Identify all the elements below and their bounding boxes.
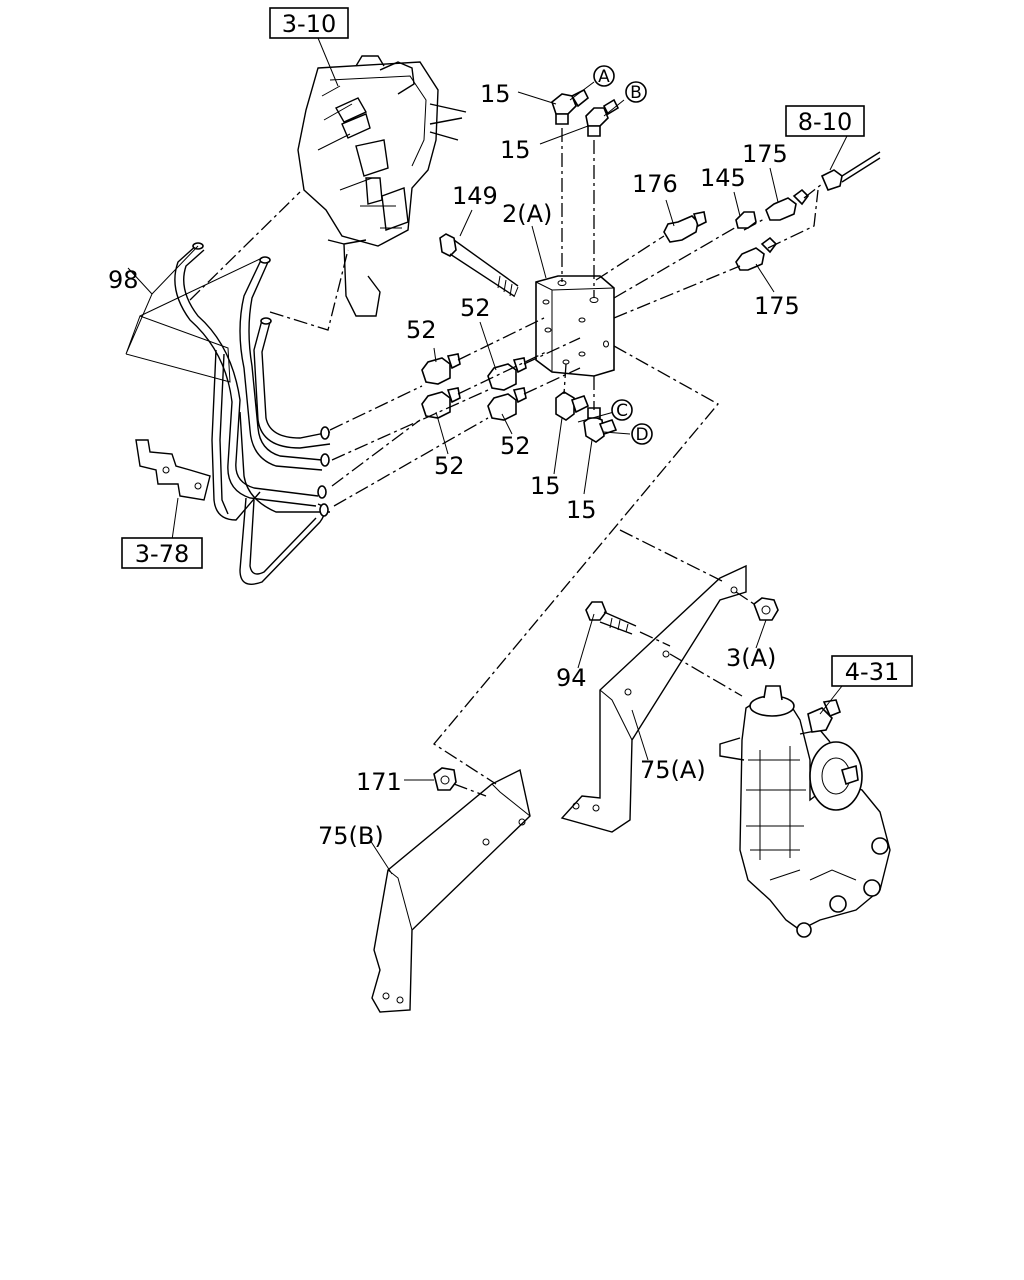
part-label-75a: 75(A) [640, 756, 706, 784]
tube-bundle-98 [174, 242, 331, 585]
part-label-149: 149 [452, 182, 498, 210]
part-labels: 15 15 15 15 176 145 175 175 149 2(A) 98 … [108, 80, 800, 850]
part-label-15: 15 [566, 496, 597, 524]
ref-box-3-10: 3-10 [269, 7, 349, 39]
ref-box-8-10: 8-10 [785, 105, 865, 137]
ref-label-8-10: 8-10 [798, 108, 852, 136]
part-label-145: 145 [700, 164, 746, 192]
switch-176 [663, 211, 707, 243]
elbow-fitting-15-b [585, 98, 620, 137]
harness-connector [820, 151, 881, 191]
part-label-176: 176 [632, 170, 678, 198]
bracket-75a [560, 564, 747, 833]
part-label-175: 175 [742, 140, 788, 168]
part-label-94: 94 [556, 664, 587, 692]
part-label-75b: 75(B) [318, 822, 384, 850]
part-label-2a: 2(A) [502, 200, 552, 228]
nut-171 [433, 767, 457, 791]
nut-3a [753, 597, 779, 621]
ref-box-4-31: 4-31 [831, 655, 913, 687]
elbow-fitting-15-a [551, 88, 590, 125]
part-label-52: 52 [500, 432, 531, 460]
part-label-52: 52 [460, 294, 491, 322]
ref-label-4-31: 4-31 [845, 658, 899, 686]
circle-marker-d: D [631, 423, 653, 445]
sensor-175-lower [735, 236, 778, 271]
circle-marker-b: B [625, 81, 647, 103]
ref-box-3-78: 3-78 [121, 537, 203, 569]
fitting-52-a [421, 353, 461, 385]
fitting-52-d [487, 387, 527, 421]
fitting-52-c [421, 387, 461, 419]
svg-text:D: D [635, 425, 648, 445]
part-label-3a: 3(A) [726, 644, 776, 672]
sensor-175-upper [765, 188, 810, 221]
bolt-94 [585, 601, 637, 635]
bolt-149 [439, 233, 519, 298]
elbow-fitting-15-c [555, 391, 590, 421]
fitting-145 [735, 211, 757, 229]
distribution-block-2a [535, 275, 615, 377]
elbow-fitting-15-d [583, 407, 618, 443]
part-label-98: 98 [108, 266, 139, 294]
svg-text:C: C [616, 401, 628, 421]
svg-text:A: A [598, 67, 610, 87]
part-label-171: 171 [356, 768, 402, 796]
svg-text:B: B [630, 83, 642, 103]
part-label-15: 15 [500, 136, 531, 164]
tube-clip [135, 439, 211, 501]
steering-gear-box [719, 685, 891, 938]
ref-label-3-78: 3-78 [135, 540, 189, 568]
pedal-valve-assembly [297, 55, 467, 317]
part-label-15: 15 [480, 80, 511, 108]
part-label-175: 175 [754, 292, 800, 320]
leader-lines [125, 37, 851, 875]
part-label-52: 52 [406, 316, 437, 344]
part-label-52: 52 [434, 452, 465, 480]
ref-label-3-10: 3-10 [282, 10, 336, 38]
circle-marker-c: C [611, 399, 633, 421]
bracket-75b [371, 768, 531, 1013]
part-label-15: 15 [530, 472, 561, 500]
circle-marker-a: A [593, 65, 615, 87]
